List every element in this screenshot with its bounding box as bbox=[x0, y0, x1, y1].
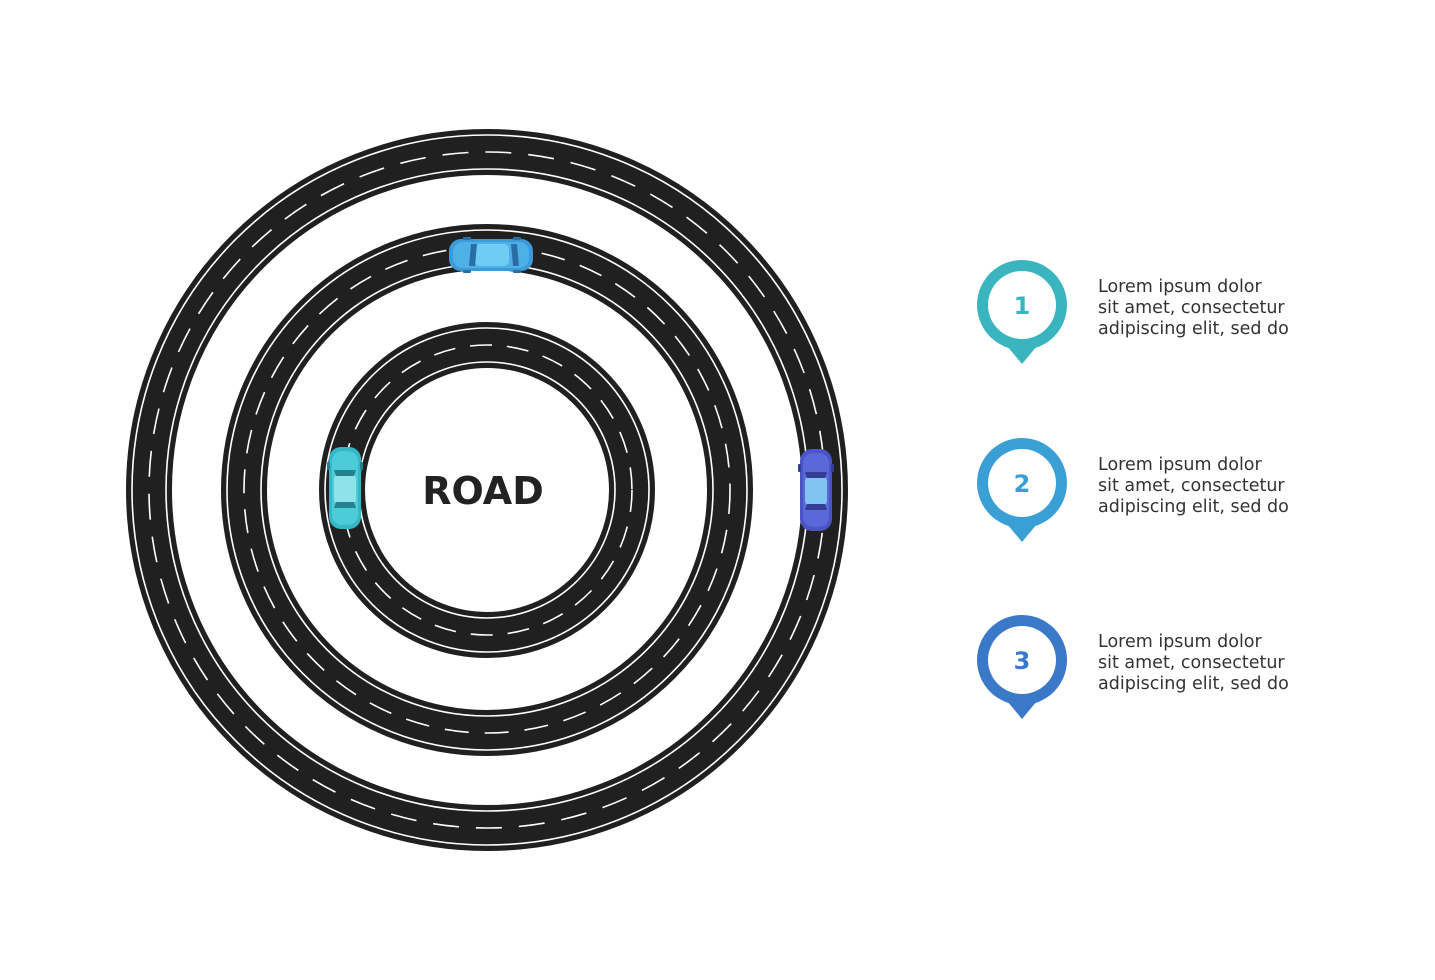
legend-line: Lorem ipsum dolor bbox=[1098, 632, 1262, 652]
pin-number: 2 bbox=[1014, 470, 1031, 498]
legend-item-2: 2 Lorem ipsum dolor sit amet, consectetu… bbox=[975, 438, 1415, 548]
legend-item-1: 1 Lorem ipsum dolor sit amet, consectetu… bbox=[975, 260, 1415, 370]
legend-text: Lorem ipsum dolor sit amet, consectetur … bbox=[1098, 632, 1418, 695]
map-pin-icon: 2 bbox=[977, 438, 1067, 542]
car-right bbox=[798, 449, 834, 531]
legend-line: sit amet, consectetur bbox=[1098, 298, 1285, 318]
map-pin-icon: 3 bbox=[977, 615, 1067, 719]
legend-line: adipiscing elit, sed do bbox=[1098, 674, 1289, 694]
legend-line: sit amet, consectetur bbox=[1098, 476, 1285, 496]
legend-line: adipiscing elit, sed do bbox=[1098, 319, 1289, 339]
legend-line: Lorem ipsum dolor bbox=[1098, 455, 1262, 475]
pin-number: 1 bbox=[1014, 292, 1031, 320]
legend-line: sit amet, consectetur bbox=[1098, 653, 1285, 673]
legend-line: adipiscing elit, sed do bbox=[1098, 497, 1289, 517]
map-pin-icon: 1 bbox=[977, 260, 1067, 364]
road-title: ROAD bbox=[422, 469, 544, 513]
car-top bbox=[449, 237, 533, 273]
legend-item-3: 3 Lorem ipsum dolor sit amet, consectetu… bbox=[975, 615, 1415, 725]
car-left bbox=[327, 447, 363, 529]
pin-number: 3 bbox=[1014, 647, 1031, 675]
legend-line: Lorem ipsum dolor bbox=[1098, 277, 1262, 297]
legend-text: Lorem ipsum dolor sit amet, consectetur … bbox=[1098, 277, 1418, 340]
legend-text: Lorem ipsum dolor sit amet, consectetur … bbox=[1098, 455, 1418, 518]
